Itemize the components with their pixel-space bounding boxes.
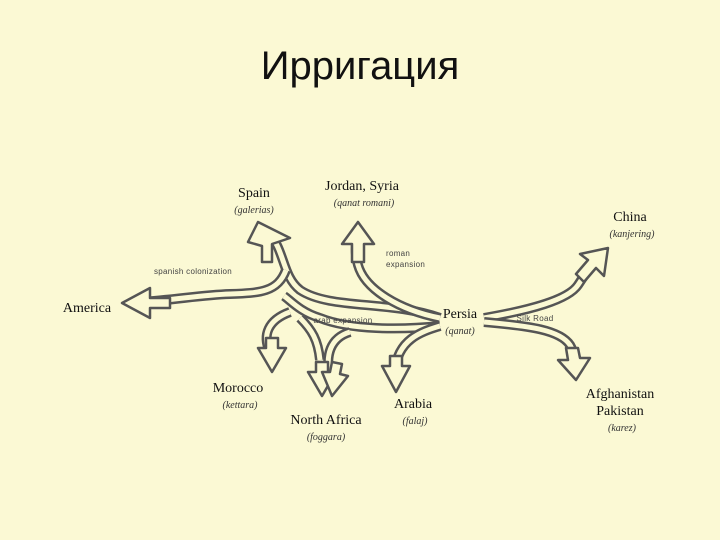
arrowhead-arabia	[380, 354, 412, 394]
route-roman-expansion-1: roman	[386, 249, 410, 258]
label-afghanistan: Afghanistan	[586, 387, 654, 402]
arrowhead-morocco	[256, 336, 288, 374]
arrowhead-spain	[246, 220, 292, 264]
label-jordan-syria: Jordan, Syria	[325, 179, 400, 194]
term-spain: (galerias)	[234, 205, 274, 216]
term-arabia: (falaj)	[403, 416, 429, 427]
arrowhead-north-africa-right	[320, 360, 350, 398]
term-morocco: (kettara)	[223, 400, 259, 411]
label-spain: Spain	[238, 186, 270, 201]
label-persia: Persia	[443, 307, 478, 322]
route-silk-road: Silk Road	[517, 314, 554, 323]
route-spanish-colonization: spanish colonization	[154, 267, 232, 276]
label-north-africa: North Africa	[290, 413, 362, 428]
arrowhead-afghanistan	[556, 346, 592, 382]
term-north-africa: (foggara)	[307, 432, 346, 443]
arrowhead-america	[120, 286, 172, 320]
term-persia: (qanat)	[445, 326, 475, 337]
route-roman-expansion-2: expansion	[386, 260, 425, 269]
arrowhead-china	[574, 246, 610, 284]
label-america: America	[63, 301, 112, 316]
arrowhead-jordan-syria	[340, 220, 376, 264]
term-afghanistan-pakistan: (karez)	[608, 423, 637, 434]
term-jordan-syria: (qanat romani)	[334, 198, 395, 209]
label-china: China	[613, 210, 647, 225]
route-arab-expansion: arab expansion	[314, 316, 373, 325]
label-morocco: Morocco	[213, 381, 264, 396]
label-arabia: Arabia	[394, 397, 433, 412]
slide-title: Ирригация	[260, 44, 460, 88]
label-pakistan: Pakistan	[596, 404, 643, 419]
term-china: (kanjering)	[610, 229, 656, 240]
arrow-persia-to-china	[483, 252, 602, 323]
